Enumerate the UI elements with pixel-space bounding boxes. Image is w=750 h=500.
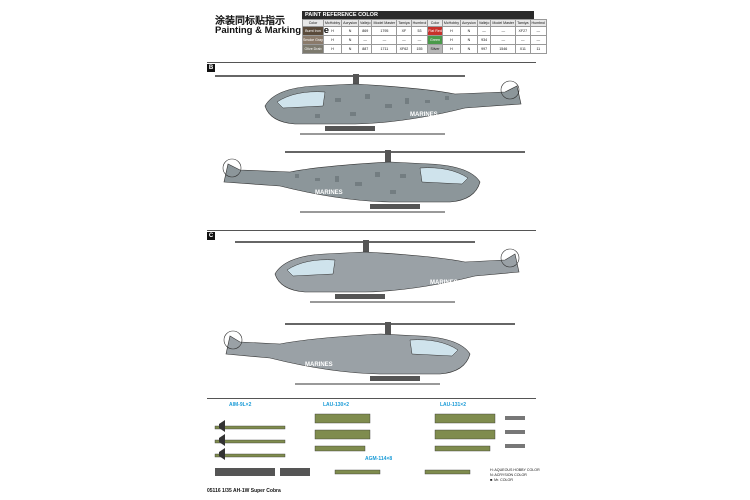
paint-code: — xyxy=(371,35,398,45)
section-label-b: B xyxy=(207,64,215,72)
color-legend: H: AQUEOUS HOBBY COLOR N: ACRYSION COLOR… xyxy=(490,468,540,483)
weapon-label-lau130: LAU-130×2 xyxy=(323,402,349,408)
paint-code: N xyxy=(341,35,359,45)
paint-code: N xyxy=(460,44,478,54)
paint-reference-table: PAINT REFERENCE COLOR Color McHobby Acry… xyxy=(302,11,548,54)
paint-code: 887 xyxy=(357,44,373,54)
paint-code: H xyxy=(322,44,343,54)
col-header: Model Master xyxy=(490,19,517,27)
col-header: McHobby xyxy=(322,19,343,27)
fuselage-marking: MARINES xyxy=(430,280,458,286)
legend-line: H: AQUEOUS HOBBY COLOR xyxy=(490,468,540,472)
paint-code: H xyxy=(322,35,343,45)
helicopter-left-side-camo: MARINES xyxy=(215,74,522,135)
helicopter-left-side-gray: MARINES xyxy=(235,240,520,303)
section-divider xyxy=(207,230,536,231)
col-header: Vallejo xyxy=(476,19,492,27)
col-header: Humbrol xyxy=(410,19,429,27)
paint-row-2: Smoke Gray H N — — — — Green H N 934 — —… xyxy=(302,35,548,45)
painting-guide-sheet: 涂装同标贴指示 Painting & Marking guide PAINT R… xyxy=(205,8,548,494)
col-header: Color xyxy=(302,19,324,27)
title-english: Painting & Marking guide xyxy=(215,25,330,36)
section-divider xyxy=(207,62,536,63)
col-header: Tamiya xyxy=(396,19,412,27)
paint-code: 1711 xyxy=(371,44,398,54)
col-header: Tamiya xyxy=(515,19,531,27)
paint-code: H xyxy=(441,26,462,36)
paint-code: 997 xyxy=(476,44,492,54)
paint-code: 869 xyxy=(357,26,373,36)
legend-line: ■: Mr. COLOR xyxy=(490,478,513,482)
paint-code: — xyxy=(490,35,517,45)
paint-code: 1795 xyxy=(371,26,398,36)
paint-code: N xyxy=(341,26,359,36)
weapon-label-lau131: LAU-131×2 xyxy=(440,402,466,408)
paint-code: — xyxy=(529,26,548,36)
col-header: Acrysion xyxy=(460,19,478,27)
paint-code: XF xyxy=(396,26,412,36)
paint-code: — xyxy=(529,35,548,45)
fuselage-marking: MARINES xyxy=(305,362,333,368)
section-divider xyxy=(207,398,536,399)
paint-code: 1546 xyxy=(490,44,517,54)
paint-code: 53 xyxy=(410,26,429,36)
paint-code: — xyxy=(515,35,531,45)
color-swatch: Olive Drab xyxy=(303,45,323,53)
helicopter-right-side-camo: MARINES xyxy=(222,150,525,213)
paint-code: — xyxy=(357,35,373,45)
color-swatch: Flat Red xyxy=(428,27,442,35)
paint-row-3: Olive Drab H N 887 1711 XF62 155 Silver … xyxy=(302,44,548,54)
helicopter-right-side-gray: MARINES xyxy=(223,322,515,385)
paint-code: X11 xyxy=(515,44,531,54)
color-swatch: Burnt Iron xyxy=(303,27,323,35)
paint-code: XF27 xyxy=(515,26,531,36)
weapon-label-agm114: AGM-114×8 xyxy=(365,456,393,462)
color-swatch: Smoke Gray xyxy=(303,36,323,44)
paint-code: — xyxy=(490,26,517,36)
col-header: Model Master xyxy=(371,19,398,27)
paint-code: N xyxy=(460,35,478,45)
footer-product-code: 05116 1/35 AH-1W Super Cobra xyxy=(207,488,281,494)
paint-code: H xyxy=(441,44,462,54)
section-label-c: C xyxy=(207,232,215,240)
paint-table-header-row: Color McHobby Acrysion Vallejo Model Mas… xyxy=(302,19,548,27)
col-header: Humbrol xyxy=(529,19,548,27)
paint-code: 934 xyxy=(476,35,492,45)
fuselage-marking: MARINES xyxy=(410,112,438,118)
paint-code: 11 xyxy=(529,44,548,54)
fuselage-marking: MARINES xyxy=(315,190,343,196)
weapons-diagram xyxy=(214,413,525,476)
paint-code: H xyxy=(441,35,462,45)
paint-code: — xyxy=(396,35,412,45)
col-header: Acrysion xyxy=(341,19,359,27)
col-header: Color xyxy=(427,19,443,27)
color-swatch: Green xyxy=(428,36,442,44)
paint-code: N xyxy=(460,26,478,36)
paint-reference-heading: PAINT REFERENCE COLOR xyxy=(302,11,534,19)
paint-code: 155 xyxy=(410,44,429,54)
paint-code: — xyxy=(476,26,492,36)
paint-code: XF62 xyxy=(396,44,412,54)
paint-code: — xyxy=(410,35,429,45)
paint-row-1: Burnt Iron H N 869 1795 XF 53 Flat Red H… xyxy=(302,26,548,36)
col-header: Vallejo xyxy=(357,19,373,27)
col-header: McHobby xyxy=(441,19,462,27)
title-chinese: 涂装同标贴指示 xyxy=(215,16,285,27)
paint-code: N xyxy=(341,44,359,54)
paint-code: H xyxy=(322,26,343,36)
color-swatch: Silver xyxy=(428,45,442,53)
legend-line: N: ACRYSION COLOR xyxy=(490,473,527,477)
weapon-label-aim9l: AIM-9L×2 xyxy=(229,402,252,408)
